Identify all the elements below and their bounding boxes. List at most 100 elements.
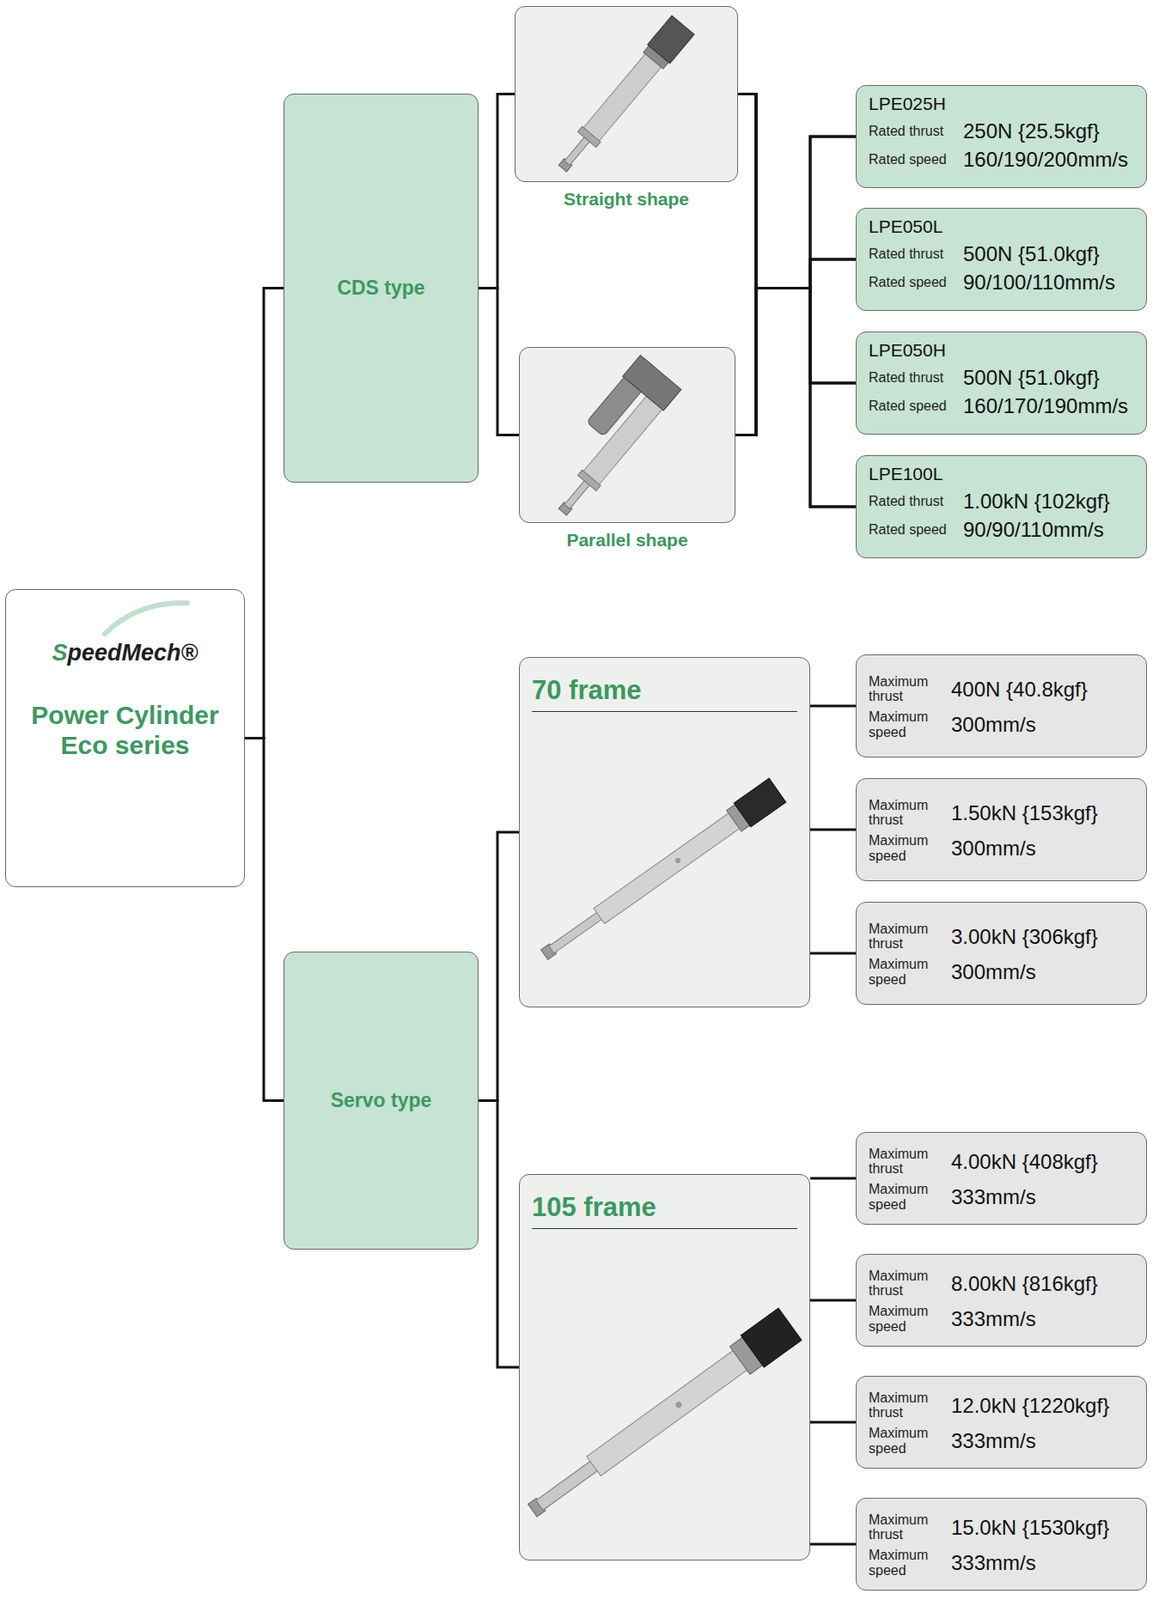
spec-row: Maximum thrust12.0kN {1220kgf} bbox=[868, 1390, 1140, 1422]
tree-connector bbox=[810, 1299, 856, 1303]
spec-row: Rated speed90/100/110mm/s bbox=[868, 268, 1140, 296]
tree-connector bbox=[810, 1421, 856, 1425]
spec-value: 90/100/110mm/s bbox=[963, 268, 1140, 296]
series-title: Power Cylinder Eco series bbox=[14, 701, 236, 761]
model-box: LPE100LRated thrust1.00kN {102kgf}Rated … bbox=[855, 455, 1147, 559]
spec-label: Rated speed bbox=[868, 522, 964, 538]
frame-title: 70 frame bbox=[531, 675, 798, 713]
tree-connector bbox=[735, 288, 856, 436]
tree-connector bbox=[244, 288, 284, 739]
spec-box: Maximum thrust3.00kN {306kgf} Maximum spe… bbox=[855, 902, 1147, 1006]
spec-label: Rated speed bbox=[868, 152, 964, 168]
spec-value: 333mm/s bbox=[951, 1305, 1140, 1333]
spec-value: 1.00kN {102kgf} bbox=[963, 488, 1140, 515]
spec-box: Maximum thrust400N {40.8kgf} Maximum spee… bbox=[855, 654, 1147, 758]
model-box: LPE050LRated thrust500N {51.0kgf}Rated s… bbox=[855, 207, 1147, 312]
spec-row: Maximum speed300mm/s bbox=[868, 833, 1140, 864]
spec-label: Maximum speed bbox=[868, 833, 952, 864]
tree-connector bbox=[735, 259, 856, 436]
spec-label: Maximum speed bbox=[868, 709, 952, 740]
model-box: LPE025HRated thrust250N {25.5kgf}Rated s… bbox=[855, 85, 1147, 189]
spec-row: Rated thrust1.00kN {102kgf} bbox=[868, 488, 1140, 515]
spec-box: Maximum thrust8.00kN {816kgf} Maximum spe… bbox=[855, 1254, 1147, 1348]
brand-logo: SpeedMech® bbox=[52, 640, 199, 667]
spec-label: Maximum thrust bbox=[868, 798, 952, 829]
spec-value: 1.50kN {153kgf} bbox=[951, 799, 1140, 827]
spec-label: Maximum thrust bbox=[868, 1146, 952, 1178]
model-name: LPE050L bbox=[868, 215, 1140, 238]
image-ground bbox=[518, 1174, 811, 1562]
spec-value: 333mm/s bbox=[951, 1183, 1140, 1211]
logo-swoosh bbox=[104, 603, 188, 635]
spec-row: Maximum speed333mm/s bbox=[868, 1182, 1140, 1213]
straight-actuator bbox=[551, 15, 695, 178]
tree-connector bbox=[810, 705, 856, 708]
spec-value: 500N {51.0kgf} bbox=[963, 240, 1140, 268]
spec-label: Maximum speed bbox=[868, 957, 952, 988]
spec-row: Maximum thrust8.00kN {816kgf} bbox=[868, 1268, 1140, 1300]
spec-value: 500N {51.0kgf} bbox=[963, 364, 1140, 391]
model-name: LPE050H bbox=[868, 339, 1140, 361]
spec-row: Rated speed160/170/190mm/s bbox=[868, 392, 1140, 420]
shape-image-box: Parallel shape bbox=[518, 347, 736, 524]
category-label: Servo type bbox=[330, 1089, 433, 1113]
spec-label: Rated thrust bbox=[868, 246, 964, 263]
spec-label: Maximum thrust bbox=[868, 1512, 952, 1544]
spec-value: 300mm/s bbox=[951, 958, 1140, 986]
image-ground bbox=[518, 347, 736, 524]
spec-row: Rated thrust250N {25.5kgf} bbox=[868, 117, 1140, 145]
spec-row: Maximum thrust15.0kN {1530kgf} bbox=[868, 1512, 1140, 1544]
spec-value: 15.0kN {1530kgf} bbox=[951, 1514, 1140, 1542]
spec-box: Maximum thrust1.50kN {153kgf} Maximum spe… bbox=[855, 778, 1147, 882]
tree-connector bbox=[810, 1177, 856, 1181]
tree-connector bbox=[735, 288, 856, 508]
spec-row: Maximum speed300mm/s bbox=[868, 709, 1140, 740]
tree-connector bbox=[735, 136, 856, 436]
spec-label: Maximum speed bbox=[868, 1304, 952, 1335]
model-name: LPE100L bbox=[868, 463, 1140, 485]
image-ground bbox=[514, 6, 739, 183]
spec-value: 3.00kN {306kgf} bbox=[951, 923, 1140, 951]
spec-value: 300mm/s bbox=[951, 711, 1140, 739]
spec-row: Maximum thrust400N {40.8kgf} bbox=[868, 674, 1140, 705]
spec-value: 90/90/110mm/s bbox=[963, 516, 1140, 543]
tree-connector bbox=[478, 94, 515, 289]
spec-value: 12.0kN {1220kgf} bbox=[951, 1392, 1140, 1420]
spec-label: Rated speed bbox=[868, 398, 964, 415]
spec-label: Maximum thrust bbox=[868, 1390, 952, 1422]
spec-label: Maximum thrust bbox=[868, 921, 952, 952]
spec-value: 250N {25.5kgf} bbox=[963, 117, 1140, 145]
spec-box: Maximum thrust15.0kN {1530kgf} Maximum sp… bbox=[855, 1498, 1147, 1592]
spec-row: Rated speed90/90/110mm/s bbox=[868, 516, 1140, 543]
spec-value: 333mm/s bbox=[951, 1549, 1140, 1577]
tree-connector bbox=[810, 829, 856, 832]
spec-row: Maximum thrust4.00kN {408kgf} bbox=[868, 1146, 1140, 1178]
servo-actuator-70 bbox=[536, 778, 787, 967]
tree-connector bbox=[478, 832, 519, 1102]
spec-label: Maximum speed bbox=[868, 1182, 952, 1213]
image-ground bbox=[518, 657, 811, 1008]
model-box: LPE050HRated thrust500N {51.0kgf}Rated s… bbox=[855, 331, 1147, 435]
spec-box: Maximum thrust4.00kN {408kgf} Maximum spe… bbox=[855, 1132, 1147, 1226]
category-box: CDS type bbox=[283, 93, 479, 483]
spec-row: Maximum thrust3.00kN {306kgf} bbox=[868, 921, 1140, 952]
tree-connector bbox=[478, 288, 519, 436]
spec-row: Maximum speed333mm/s bbox=[868, 1304, 1140, 1335]
servo-actuator-105 bbox=[520, 1308, 802, 1527]
spec-label: Maximum speed bbox=[868, 1548, 952, 1579]
spec-row: Maximum speed333mm/s bbox=[868, 1426, 1140, 1457]
spec-row: Rated speed160/190/200mm/s bbox=[868, 146, 1140, 173]
spec-label: Rated thrust bbox=[868, 123, 964, 140]
spec-row: Maximum speed333mm/s bbox=[868, 1548, 1140, 1579]
brand-box: SpeedMech® Power Cylinder Eco series bbox=[5, 589, 245, 888]
spec-value: 400N {40.8kgf} bbox=[951, 676, 1140, 703]
shape-caption: Parallel shape bbox=[502, 530, 752, 551]
category-box: Servo type bbox=[283, 951, 479, 1251]
spec-row: Rated thrust500N {51.0kgf} bbox=[868, 364, 1140, 391]
tree-connector bbox=[478, 1101, 519, 1369]
frame-box: 70 frame bbox=[518, 657, 811, 1008]
spec-box: Maximum thrust12.0kN {1220kgf} Maximum sp… bbox=[855, 1376, 1147, 1470]
spec-value: 300mm/s bbox=[951, 835, 1140, 862]
spec-row: Rated thrust500N {51.0kgf} bbox=[868, 240, 1140, 268]
tree-connector bbox=[810, 952, 856, 956]
